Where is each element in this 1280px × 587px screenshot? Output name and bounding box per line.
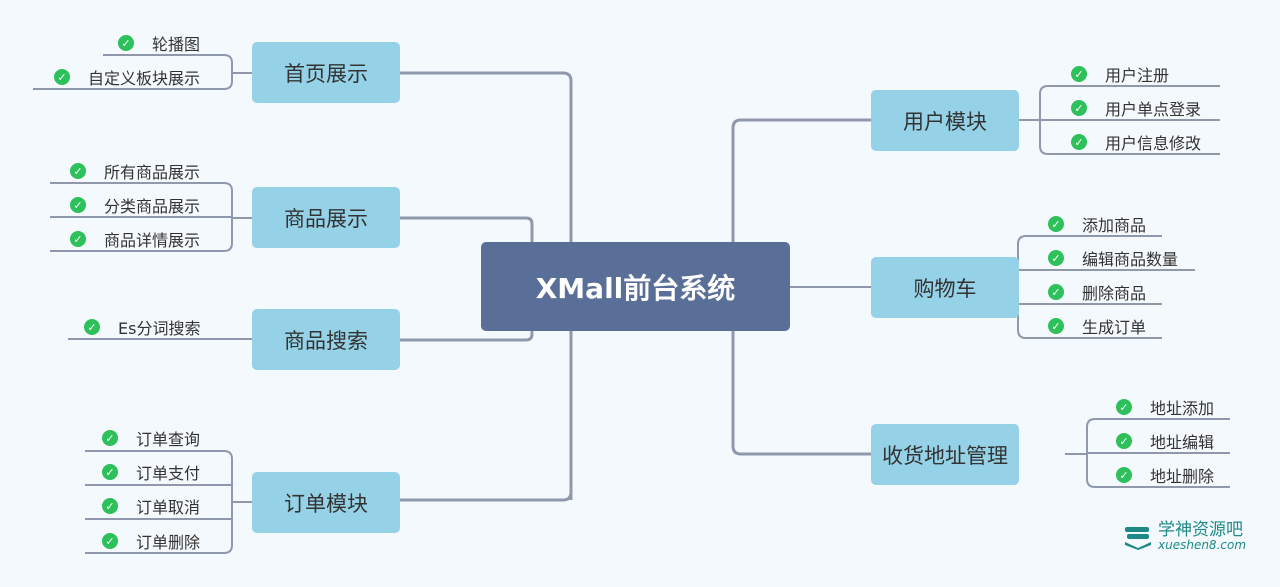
topic-address-management[interactable]: 收货地址管理: [871, 424, 1019, 485]
subtopic[interactable]: ✓ 用户单点登录: [1071, 96, 1201, 120]
subtopic[interactable]: ✓ 用户注册: [1071, 62, 1169, 86]
check-circle-icon: ✓: [102, 464, 118, 480]
subtopic[interactable]: ✓ 所有商品展示: [70, 159, 200, 183]
central-topic[interactable]: XMall前台系统: [481, 242, 790, 331]
check-circle-icon: ✓: [1071, 134, 1087, 150]
watermark-title: 学神资源吧: [1158, 520, 1243, 540]
check-circle-icon: ✓: [118, 35, 134, 51]
subtopic[interactable]: ✓ 自定义板块展示: [54, 65, 200, 89]
subtopic[interactable]: ✓ 订单支付: [102, 460, 200, 484]
check-circle-icon: ✓: [54, 69, 70, 85]
subtopic[interactable]: ✓ 删除商品: [1048, 280, 1146, 304]
subtopic-label: 删除商品: [1082, 284, 1147, 303]
check-circle-icon: ✓: [1116, 433, 1132, 449]
subtopic-label: 用户注册: [1105, 66, 1170, 85]
subtopic-label: 用户信息修改: [1105, 134, 1202, 153]
check-circle-icon: ✓: [1116, 467, 1132, 483]
subtopic[interactable]: ✓ 编辑商品数量: [1048, 246, 1178, 270]
subtopic-label: 用户单点登录: [1105, 100, 1202, 119]
subtopic[interactable]: ✓ 地址删除: [1116, 463, 1214, 487]
watermark-url: xueshen8.com: [1158, 538, 1247, 552]
subtopic[interactable]: ✓ 轮播图: [118, 31, 200, 55]
check-circle-icon: ✓: [1048, 216, 1064, 232]
topic-shopping-cart[interactable]: 购物车: [871, 257, 1019, 318]
subtopic-label: 商品详情展示: [104, 231, 201, 250]
subtopic-label: 订单取消: [136, 498, 201, 517]
books-icon: [1125, 526, 1151, 550]
subtopic-label: 地址删除: [1150, 467, 1215, 486]
check-circle-icon: ✓: [70, 197, 86, 213]
check-circle-icon: ✓: [1048, 318, 1064, 334]
subtopic-label: 编辑商品数量: [1082, 250, 1179, 269]
check-circle-icon: ✓: [102, 430, 118, 446]
topic-homepage-display[interactable]: 首页展示: [252, 42, 400, 103]
check-circle-icon: ✓: [1116, 399, 1132, 415]
subtopic[interactable]: ✓ 添加商品: [1048, 212, 1146, 236]
topic-product-search[interactable]: 商品搜索: [252, 309, 400, 370]
subtopic[interactable]: ✓ 地址添加: [1116, 395, 1214, 419]
check-circle-icon: ✓: [1071, 100, 1087, 116]
topic-order-module[interactable]: 订单模块: [252, 472, 400, 533]
subtopic[interactable]: ✓ 地址编辑: [1116, 429, 1214, 453]
check-circle-icon: ✓: [84, 319, 100, 335]
subtopic[interactable]: ✓ 订单取消: [102, 494, 200, 518]
subtopic[interactable]: ✓ 订单查询: [102, 426, 200, 450]
subtopic-label: 地址添加: [1150, 399, 1215, 418]
subtopic[interactable]: ✓ 分类商品展示: [70, 193, 200, 217]
subtopic[interactable]: ✓ 生成订单: [1048, 314, 1146, 338]
check-circle-icon: ✓: [70, 163, 86, 179]
check-circle-icon: ✓: [102, 533, 118, 549]
topic-user-module[interactable]: 用户模块: [871, 90, 1019, 151]
subtopic-label: 轮播图: [152, 35, 201, 54]
subtopic-label: 订单查询: [136, 430, 201, 449]
subtopic[interactable]: ✓ 用户信息修改: [1071, 130, 1201, 154]
subtopic[interactable]: ✓ Es分词搜索: [84, 315, 200, 339]
subtopic-label: 订单删除: [136, 533, 201, 552]
check-circle-icon: ✓: [1071, 66, 1087, 82]
subtopic-label: 订单支付: [136, 464, 201, 483]
subtopic-label: 添加商品: [1082, 216, 1147, 235]
subtopic-label: 生成订单: [1082, 318, 1147, 337]
subtopic[interactable]: ✓ 商品详情展示: [70, 227, 200, 251]
subtopic-label: 分类商品展示: [104, 197, 201, 216]
check-circle-icon: ✓: [1048, 284, 1064, 300]
topic-product-display[interactable]: 商品展示: [252, 187, 400, 248]
subtopic[interactable]: ✓ 订单删除: [102, 529, 200, 553]
subtopic-label: Es分词搜索: [118, 319, 201, 338]
check-circle-icon: ✓: [1048, 250, 1064, 266]
watermark: 学神资源吧 xueshen8.com: [1124, 521, 1246, 552]
subtopic-label: 地址编辑: [1150, 433, 1215, 452]
subtopic-label: 所有商品展示: [104, 163, 201, 182]
check-circle-icon: ✓: [70, 231, 86, 247]
check-circle-icon: ✓: [102, 498, 118, 514]
subtopic-label: 自定义板块展示: [88, 69, 201, 88]
